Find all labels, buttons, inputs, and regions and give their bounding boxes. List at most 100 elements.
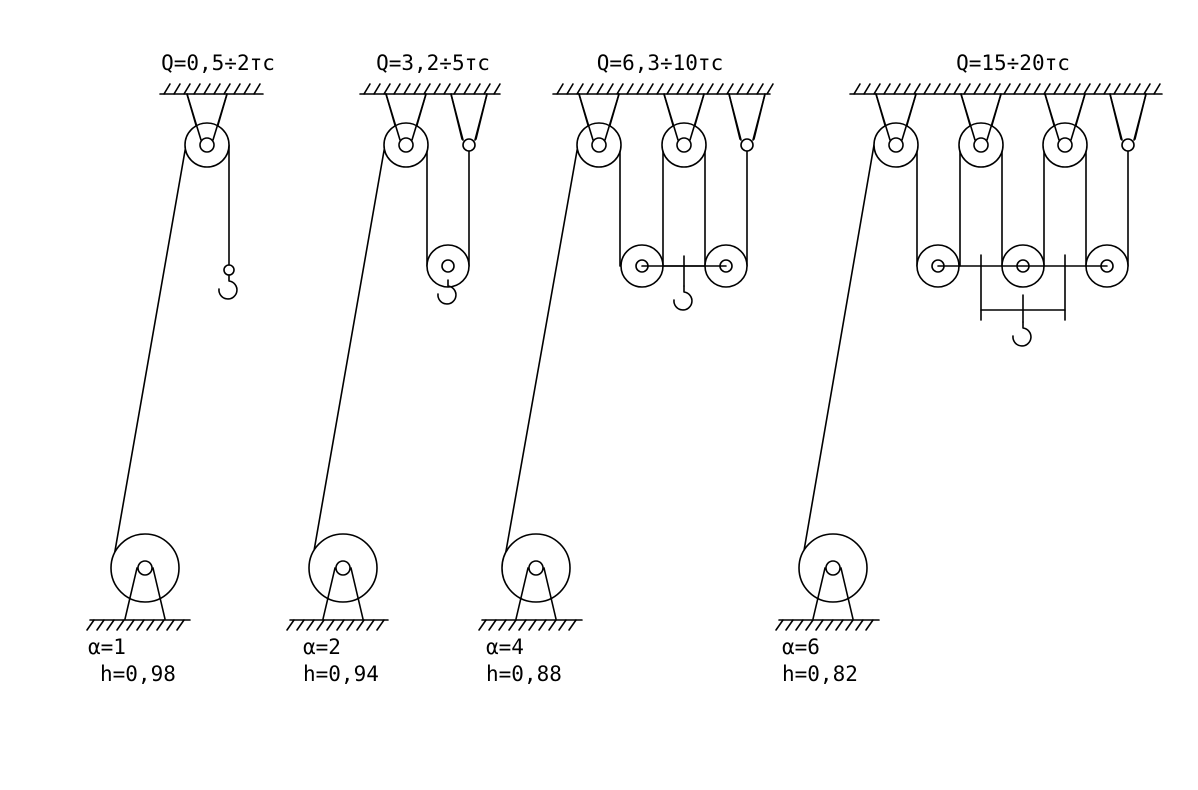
- hatch-stroke: [156, 619, 165, 631]
- scheme-3-hook: [673, 285, 693, 311]
- axle: [740, 138, 754, 152]
- hatch-stroke: [656, 83, 664, 95]
- support-leg: [124, 567, 138, 620]
- hatch-stroke: [923, 83, 931, 95]
- hatch-stroke: [393, 83, 401, 95]
- hatch-stroke: [166, 619, 175, 631]
- hatch-stroke: [243, 83, 251, 95]
- hatch-stroke: [423, 83, 431, 95]
- scheme-2-fixed-pulley: [383, 93, 429, 168]
- axle: [591, 137, 607, 153]
- hatch-stroke: [626, 83, 634, 95]
- hatch-stroke: [855, 619, 864, 631]
- axle: [676, 137, 692, 153]
- hatch-stroke: [568, 619, 577, 631]
- hatch-stroke: [488, 619, 497, 631]
- hatch-stroke: [233, 83, 241, 95]
- bracket-line: [689, 93, 705, 141]
- hatch-stroke: [286, 619, 295, 631]
- scheme-4-efficiency: h=0,82: [782, 662, 858, 686]
- scheme-1-winch: [110, 533, 180, 620]
- scheme-2-hook: [437, 279, 457, 305]
- hatch-stroke: [746, 83, 754, 95]
- hatch-stroke: [518, 619, 527, 631]
- hatch-stroke: [1143, 83, 1151, 95]
- drum-axle: [825, 560, 841, 576]
- drum-axle: [528, 560, 544, 576]
- hatch-stroke: [473, 83, 481, 95]
- hatch-stroke: [176, 619, 185, 631]
- scheme-4-fixed-pulley-3: [1042, 93, 1088, 168]
- scheme-4-balance-beam: [980, 254, 1066, 323]
- axle: [199, 137, 215, 153]
- hatch-stroke: [538, 619, 547, 631]
- hatch-stroke: [586, 83, 594, 95]
- hatch-stroke: [576, 83, 584, 95]
- hatch-stroke: [616, 83, 624, 95]
- hatch-stroke: [376, 619, 385, 631]
- hatch-stroke: [636, 83, 644, 95]
- hatch-stroke: [146, 619, 155, 631]
- scheme-3-anchor: [728, 93, 766, 152]
- bracket-line: [604, 93, 620, 141]
- axle: [462, 138, 476, 152]
- hatch-stroke: [498, 619, 507, 631]
- bracket-line: [875, 93, 891, 141]
- support-leg: [322, 567, 336, 620]
- drum-axle: [137, 560, 153, 576]
- scheme-3-fixed-pulley-1: [576, 93, 622, 168]
- hatch-stroke: [326, 619, 335, 631]
- hook-curve: [673, 285, 693, 311]
- hatch-stroke: [383, 83, 391, 95]
- scheme-1-ceiling: [159, 83, 264, 95]
- axle: [441, 259, 455, 273]
- hatch-stroke: [193, 83, 201, 95]
- scheme-4-ground: [775, 619, 880, 631]
- scheme-1-rope-lead: [111, 144, 187, 569]
- axle: [1057, 137, 1073, 153]
- scheme-2-winch: [308, 533, 378, 620]
- scheme-2-ground: [286, 619, 389, 631]
- drum-axle: [335, 560, 351, 576]
- hatch-stroke: [1073, 83, 1081, 95]
- bracket-line: [578, 93, 594, 141]
- scheme-2-anchor: [450, 93, 488, 152]
- hatch-stroke: [596, 83, 604, 95]
- axle: [973, 137, 989, 153]
- hatch-stroke: [96, 619, 105, 631]
- hatch-stroke: [296, 619, 305, 631]
- scheme-1-multiplicity: α=1: [88, 635, 126, 659]
- support-leg: [515, 567, 529, 620]
- hatch-stroke: [136, 619, 145, 631]
- scheme-4-rope-lead: [800, 144, 875, 569]
- hatch-stroke: [306, 619, 315, 631]
- hatch-stroke: [815, 619, 824, 631]
- hatch-stroke: [403, 83, 411, 95]
- hatch-stroke: [756, 83, 764, 95]
- hatch-stroke: [835, 619, 844, 631]
- scheme-3-ground: [478, 619, 583, 631]
- hatch-stroke: [883, 83, 891, 95]
- axle: [1121, 138, 1135, 152]
- hatch-stroke: [805, 619, 814, 631]
- support-leg: [152, 567, 166, 620]
- scheme-1-capacity: Q=0,5÷2тс: [161, 51, 275, 75]
- scheme-1-rope-eye: [223, 264, 235, 276]
- scheme-4-multiplicity: α=6: [782, 635, 820, 659]
- bracket-line: [1133, 93, 1147, 141]
- hatch-stroke: [1153, 83, 1161, 95]
- hatch-stroke: [453, 83, 461, 95]
- hatch-stroke: [706, 83, 714, 95]
- hatch-stroke: [548, 619, 557, 631]
- hatch-stroke: [1033, 83, 1041, 95]
- bracket-line: [728, 93, 742, 141]
- hatch-stroke: [696, 83, 704, 95]
- scheme-1-fixed-pulley: [184, 93, 230, 168]
- hatch-stroke: [716, 83, 724, 95]
- hook-curve: [1012, 321, 1032, 347]
- hatch-stroke: [316, 619, 325, 631]
- hook-curve: [218, 274, 238, 300]
- bracket-line: [901, 93, 917, 141]
- scheme-1-ground: [86, 619, 191, 631]
- hatch-stroke: [163, 83, 171, 95]
